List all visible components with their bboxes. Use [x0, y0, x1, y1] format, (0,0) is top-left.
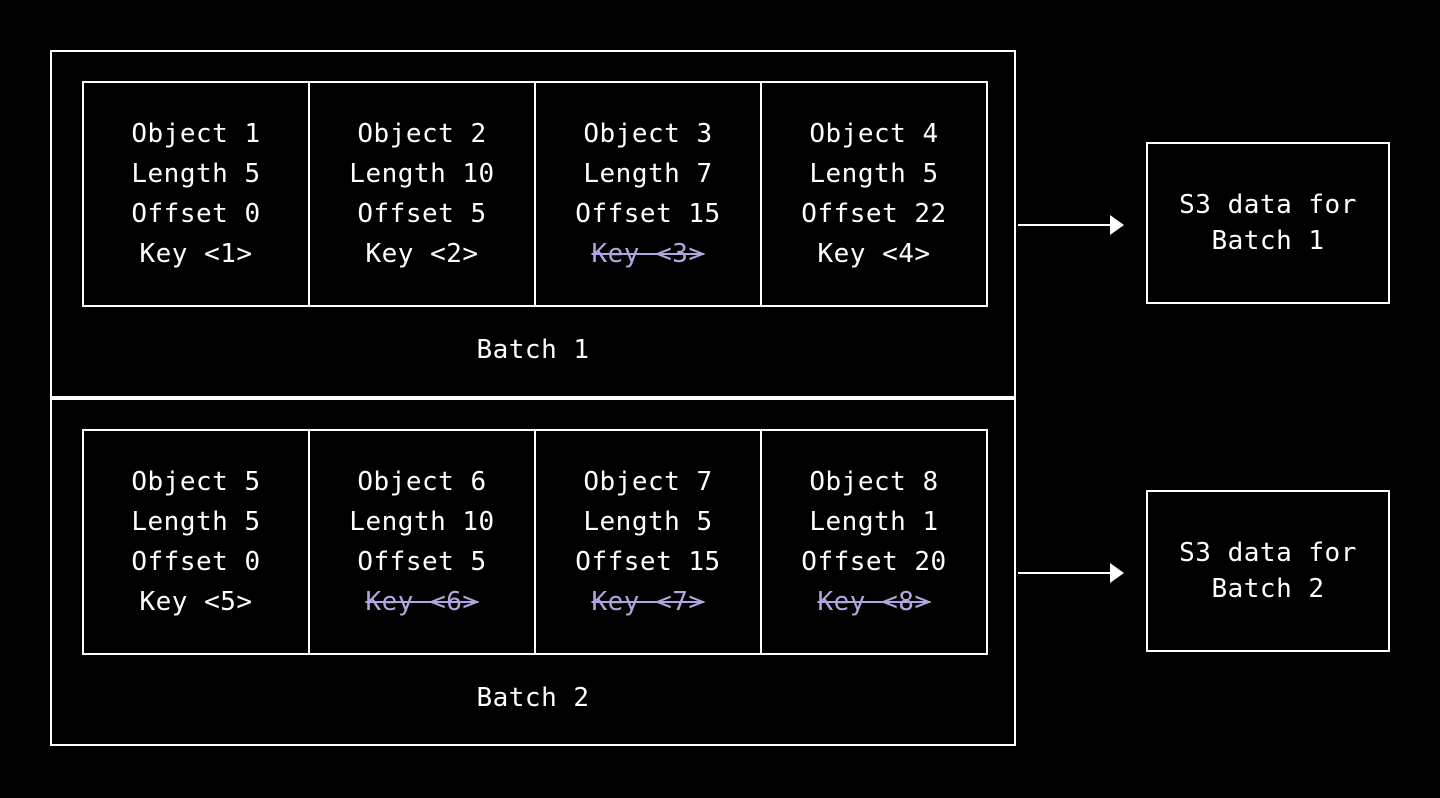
object-cell: Object 4 Length 5 Offset 22 Key <4> — [762, 83, 986, 305]
object-offset: Offset 0 — [131, 547, 261, 577]
object-offset: Offset 5 — [357, 199, 487, 229]
s3-box-line: S3 data for — [1179, 190, 1357, 220]
object-offset: Offset 5 — [357, 547, 487, 577]
object-cell: Object 1 Length 5 Offset 0 Key <1> — [84, 83, 310, 305]
batch-1-label: Batch 1 — [476, 335, 590, 365]
object-length: Length 1 — [809, 507, 939, 537]
object-offset: Offset 0 — [131, 199, 261, 229]
s3-data-box-batch-1: S3 data for Batch 1 — [1146, 142, 1390, 304]
object-length: Length 5 — [809, 159, 939, 189]
object-key: Key <6> — [365, 587, 479, 617]
s3-data-box-batch-2: S3 data for Batch 2 — [1146, 490, 1390, 652]
object-name: Object 7 — [583, 467, 713, 497]
object-name: Object 4 — [809, 119, 939, 149]
object-name: Object 3 — [583, 119, 713, 149]
object-cell: Object 7 Length 5 Offset 15 Key <7> — [536, 431, 762, 653]
object-cell: Object 5 Length 5 Offset 0 Key <5> — [84, 431, 310, 653]
object-offset: Offset 20 — [801, 547, 947, 577]
s3-box-line: Batch 1 — [1211, 226, 1325, 256]
object-name: Object 6 — [357, 467, 487, 497]
object-length: Length 7 — [583, 159, 713, 189]
arrow-right-icon — [1018, 213, 1124, 237]
batch-2-label: Batch 2 — [476, 683, 590, 713]
batch-1-objects-row: Object 1 Length 5 Offset 0 Key <1> Objec… — [82, 81, 988, 307]
object-key: Key <4> — [817, 239, 931, 269]
object-name: Object 5 — [131, 467, 261, 497]
object-name: Object 1 — [131, 119, 261, 149]
object-key: Key <8> — [817, 587, 931, 617]
batch-2-container: Object 5 Length 5 Offset 0 Key <5> Objec… — [50, 398, 1016, 746]
object-key: Key <5> — [139, 587, 253, 617]
object-key: Key <1> — [139, 239, 253, 269]
object-length: Length 5 — [131, 507, 261, 537]
object-name: Object 8 — [809, 467, 939, 497]
object-key: Key <3> — [591, 239, 705, 269]
object-cell: Object 3 Length 7 Offset 15 Key <3> — [536, 83, 762, 305]
s3-box-line: Batch 2 — [1211, 574, 1325, 604]
object-name: Object 2 — [357, 119, 487, 149]
arrow-right-icon — [1018, 561, 1124, 585]
object-cell: Object 2 Length 10 Offset 5 Key <2> — [310, 83, 536, 305]
object-cell: Object 8 Length 1 Offset 20 Key <8> — [762, 431, 986, 653]
object-key: Key <7> — [591, 587, 705, 617]
object-key: Key <2> — [365, 239, 479, 269]
object-offset: Offset 22 — [801, 199, 947, 229]
object-length: Length 10 — [349, 159, 495, 189]
object-offset: Offset 15 — [575, 547, 721, 577]
object-length: Length 5 — [131, 159, 261, 189]
object-cell: Object 6 Length 10 Offset 5 Key <6> — [310, 431, 536, 653]
s3-box-line: S3 data for — [1179, 538, 1357, 568]
batch-2-objects-row: Object 5 Length 5 Offset 0 Key <5> Objec… — [82, 429, 988, 655]
object-length: Length 10 — [349, 507, 495, 537]
object-offset: Offset 15 — [575, 199, 721, 229]
batch-1-container: Object 1 Length 5 Offset 0 Key <1> Objec… — [50, 50, 1016, 398]
object-length: Length 5 — [583, 507, 713, 537]
